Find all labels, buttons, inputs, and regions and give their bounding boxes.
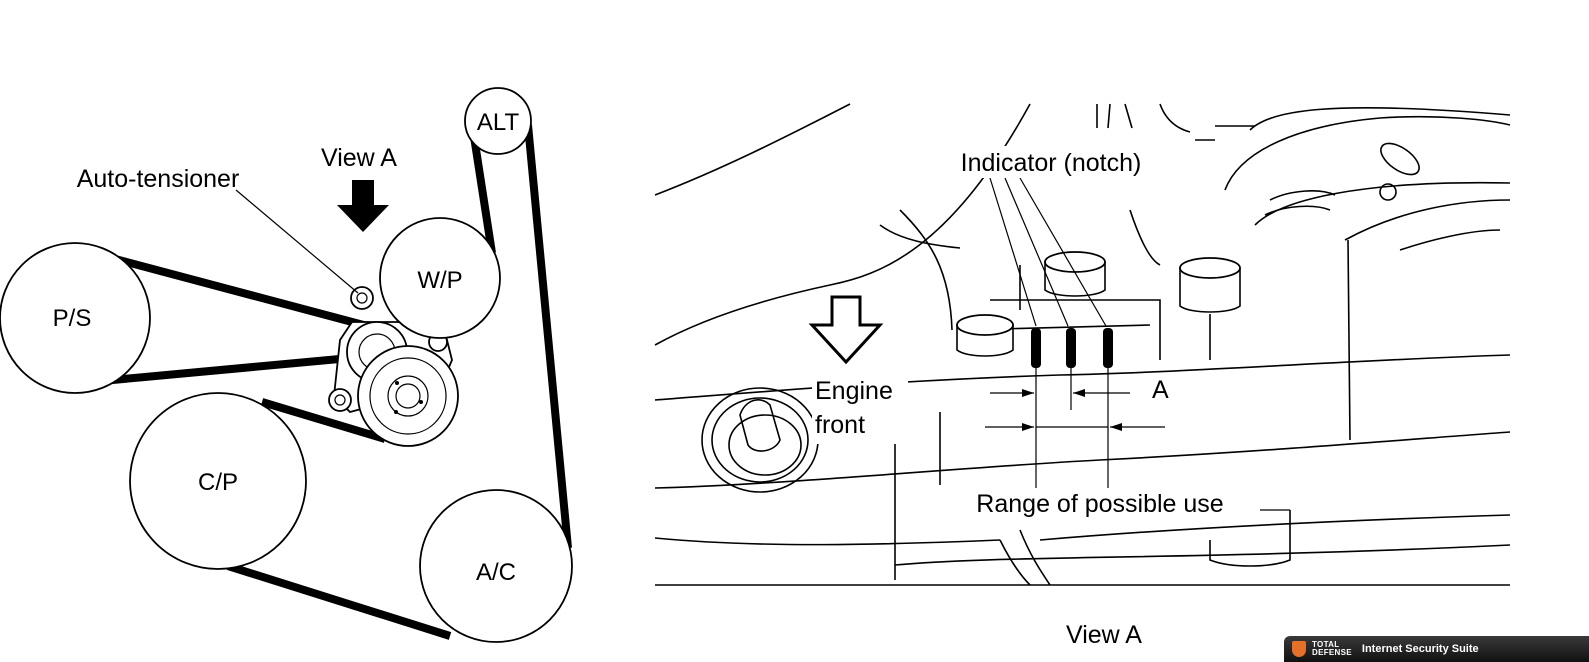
tensioner-bracket xyxy=(654,209,1511,586)
drive-belt xyxy=(68,124,572,640)
auto-tensioner-label: Auto-tensioner xyxy=(77,165,240,193)
ps-label: P/S xyxy=(53,305,92,332)
brand-line2: DEFENSE xyxy=(1312,648,1352,657)
brand-line1: TOTAL xyxy=(1312,640,1340,649)
security-suite-badge[interactable]: TOTAL DEFENSE Internet Security Suite xyxy=(1284,636,1589,662)
dimension-a-label: A xyxy=(1152,376,1169,404)
ac-pulley xyxy=(419,489,573,643)
dimension-a xyxy=(990,389,1130,397)
view-a-detail: Indicator (notch) Engine front A Range o… xyxy=(654,103,1511,649)
view-a-arrow-icon xyxy=(337,180,389,232)
brand-name: TOTAL DEFENSE xyxy=(1312,641,1352,657)
dimension-range xyxy=(985,423,1165,431)
shield-icon xyxy=(1292,641,1306,657)
ps-pulley xyxy=(0,242,151,394)
cp-pulley xyxy=(129,392,307,570)
indicator-notch-label: Indicator (notch) xyxy=(961,149,1142,177)
engine-front-label-line1: Engine xyxy=(815,377,893,405)
ac-label: A/C xyxy=(476,559,516,586)
engine-front-arrow-icon xyxy=(808,295,884,365)
alt-label: ALT xyxy=(477,109,520,136)
belt-routing-diagram: View A Auto-tensioner ALT W/P P/S C/P A/… xyxy=(0,87,573,643)
auto-tensioner-assembly xyxy=(328,286,459,447)
view-a-label: View A xyxy=(321,144,397,172)
range-of-possible-use-label: Range of possible use xyxy=(976,490,1223,518)
wp-pulley xyxy=(379,217,501,339)
indicator-notches xyxy=(1031,328,1113,488)
idler-stud xyxy=(701,387,819,493)
cp-label: C/P xyxy=(198,469,238,496)
suite-label: Internet Security Suite xyxy=(1361,643,1479,655)
engine-outline xyxy=(654,103,1511,441)
wp-label: W/P xyxy=(417,267,462,294)
alt-pulley xyxy=(464,87,532,155)
view-a-caption: View A xyxy=(1066,621,1142,649)
engine-front-label-line2: front xyxy=(815,411,865,439)
